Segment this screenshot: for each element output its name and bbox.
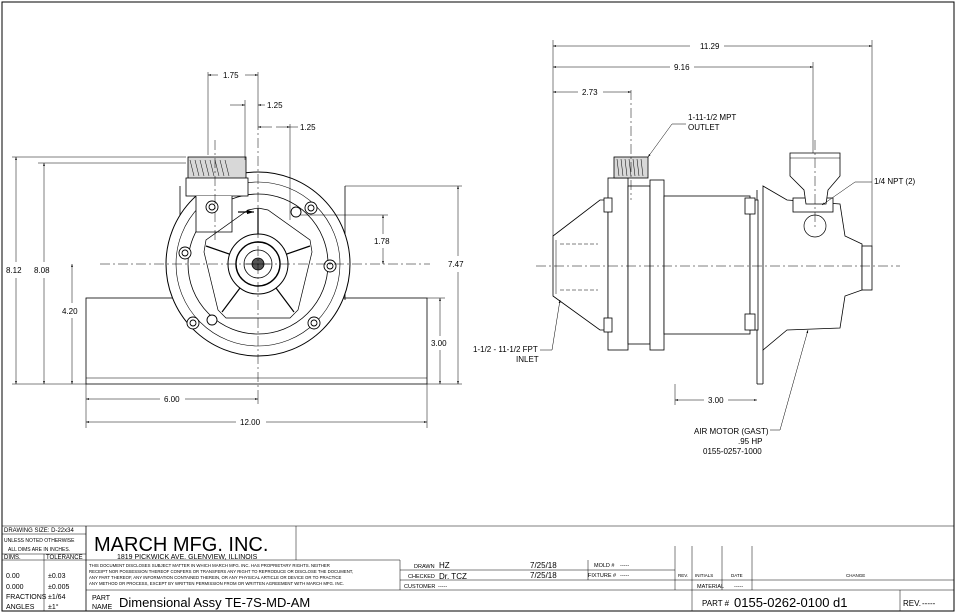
dim-1-78: 1.78 — [374, 237, 390, 246]
tol-dim-2: FRACTIONS — [6, 594, 47, 601]
drawn-by: HZ — [439, 561, 450, 570]
dim-3-00-front: 3.00 — [431, 339, 447, 348]
proprietary-line-2: RECEIPT NOR POSSESSION THEREOF CONFERS O… — [89, 569, 353, 574]
title-block — [2, 525, 954, 611]
checked-date: 7/25/18 — [530, 571, 557, 580]
change-col-header: CHANGE — [846, 573, 865, 578]
customer-label: CUSTOMER — [404, 584, 435, 590]
mold-value: ----- — [620, 563, 629, 569]
initials-col-header: INITIALS — [695, 573, 713, 578]
dim-12-00: 12.00 — [240, 418, 261, 427]
part-name-label-2: NAME — [92, 604, 113, 611]
motor-label-3: 0155-0257-1000 — [703, 447, 762, 456]
tol-header-dims: DIMS. — [4, 555, 21, 561]
front-centerlines — [100, 120, 430, 390]
tol-dim-3: ANGLES — [6, 604, 35, 611]
part-number: 0155-0262-0100 d1 — [734, 595, 848, 610]
front-view — [85, 156, 428, 385]
tol-val-1: ±0.005 — [48, 584, 69, 591]
company-address: 1819 PICKWICK AVE. GLENVIEW, ILLINOIS — [117, 554, 258, 561]
dim-1-75: 1.75 — [223, 71, 239, 80]
tol-val-0: ±0.03 — [48, 573, 66, 580]
proprietary-line-4: ANY METHOD OR PROCESS, EXCEPT BY WRITTEN… — [89, 581, 344, 586]
outlet-label-1: 1-11-1/2 MPT — [688, 113, 736, 122]
side-view — [552, 152, 873, 385]
tol-dim-1: 0.000 — [6, 584, 24, 591]
inlet-label-2: INLET — [516, 355, 539, 364]
mold-label: MOLD # — [594, 563, 615, 569]
checked-label: CHECKED — [408, 574, 435, 580]
tol-header-tol: TOLERANCE — [46, 555, 83, 561]
dim-6-00: 6.00 — [164, 395, 180, 404]
part-name-label-1: PART — [92, 595, 111, 602]
drawing-size: DRAWING SIZE: D-22x34 — [4, 528, 74, 534]
dim-8-12: 8.12 — [6, 266, 22, 275]
tol-val-2: ±1/64 — [48, 594, 66, 601]
proprietary-line-3: ANY PART THEREOF, ANY INFORMATION CONTAI… — [89, 575, 342, 580]
title-block-text: DRAWING SIZE: D-22x34 UNLESS NOTED OTHER… — [4, 528, 936, 611]
drawn-date: 7/25/18 — [530, 561, 557, 570]
front-dimensions — [12, 72, 462, 428]
proprietary-line-1: THIS DOCUMENT DISCLOSES SUBJECT MATTER I… — [89, 563, 330, 568]
dim-2-73: 2.73 — [582, 88, 598, 97]
tol-val-3: ±1° — [48, 603, 59, 611]
part-name: Dimensional Assy TE-7S-MD-AM — [119, 595, 310, 610]
outlet-label-2: OUTLET — [688, 123, 720, 132]
side-inlet-housing — [552, 199, 609, 331]
side-drive-body — [663, 195, 751, 335]
side-centerlines — [536, 90, 900, 267]
dim-11-29: 11.29 — [700, 42, 720, 51]
dim-3-00-side: 3.00 — [708, 396, 724, 405]
side-dimensions — [540, 40, 873, 431]
dim-9-16: 9.16 — [674, 63, 690, 72]
motor-label-1: AIR MOTOR (GAST) — [694, 427, 769, 436]
rev-value: ----- — [922, 599, 936, 608]
dim-7-47: 7.47 — [448, 260, 464, 269]
drawn-label: DRAWN — [414, 564, 435, 570]
side-labels: 11.29 9.16 2.73 3.00 1-11-1/2 MPT OUTLET… — [473, 42, 916, 456]
customer-value: ----- — [438, 584, 447, 590]
unless-noted-1: UNLESS NOTED OTHERWISE — [4, 538, 75, 544]
inlet-label-1: 1-1/2 - 11-1/2 FPT — [473, 345, 538, 354]
motor-label-2: .95 HP — [738, 437, 762, 446]
fixture-value: ----- — [620, 573, 629, 579]
checked-by: Dr. TCZ — [439, 572, 467, 581]
unless-noted-2: ALL DIMS ARE IN INCHES. — [8, 547, 70, 553]
material-label: MATERIAL — [697, 584, 724, 590]
rev-label: REV. — [903, 599, 921, 608]
dim-1-25-a: 1.25 — [267, 101, 283, 110]
dim-8-08: 8.08 — [34, 266, 50, 275]
front-dim-labels: 1.75 1.25 1.25 8.12 8.08 4.20 1.78 7.47 … — [6, 71, 464, 427]
dim-1-25-b: 1.25 — [300, 123, 316, 132]
material-value: ----- — [734, 584, 743, 590]
tol-dim-0: 0.00 — [6, 573, 20, 580]
part-no-label: PART # — [702, 599, 730, 608]
rev-col-header: REV. — [678, 573, 688, 578]
company-name: MARCH MFG. INC. — [94, 534, 268, 556]
date-col-header: DATE — [731, 573, 743, 578]
dim-4-20: 4.20 — [62, 307, 78, 316]
npt-label: 1/4 NPT (2) — [874, 177, 916, 186]
fixture-label: FIXTURE # — [588, 573, 617, 579]
